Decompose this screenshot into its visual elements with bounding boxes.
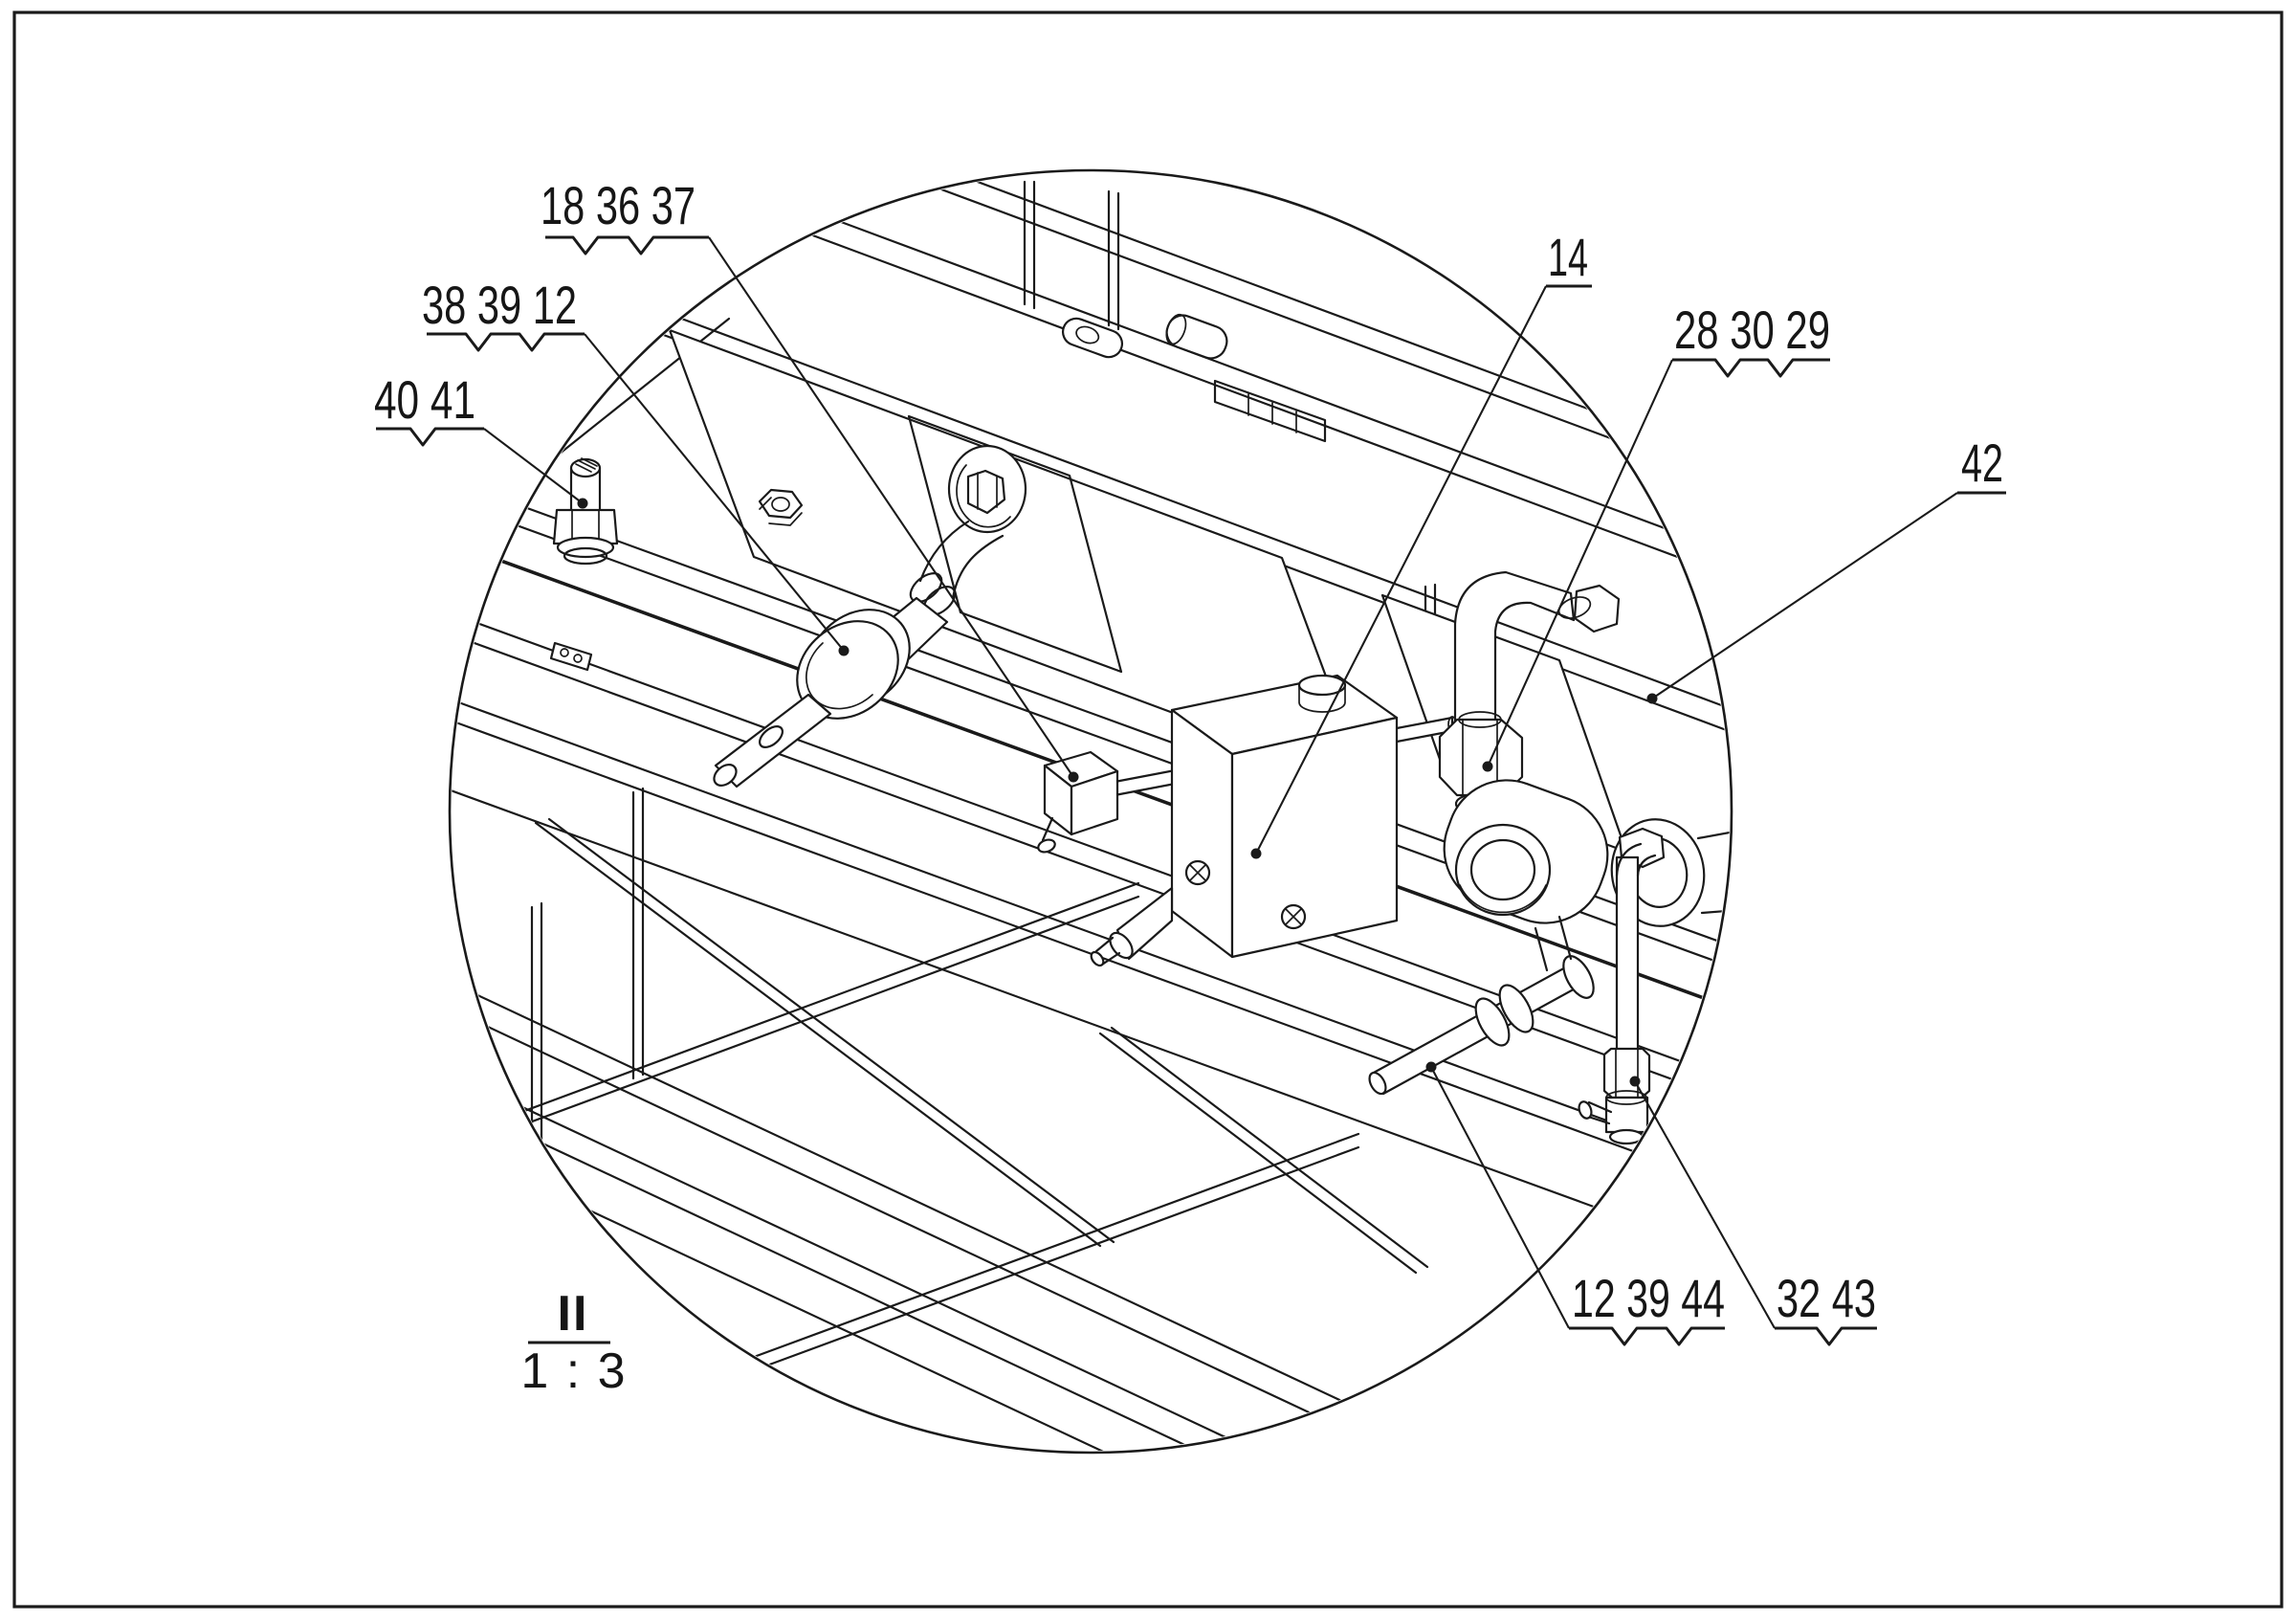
drop-pipe-fitting [1578, 842, 1657, 1145]
sheet-border [12, 11, 2284, 1609]
callout-leader-line [1430, 1066, 1570, 1329]
callout-underline [427, 332, 585, 352]
callout-underline [376, 427, 484, 447]
callout-anchor-dot [577, 498, 588, 509]
pipe-collar [713, 609, 911, 788]
callout-label: 14 [1548, 227, 1588, 287]
callout-label: 42 [1961, 433, 2003, 493]
ball-valve [1443, 779, 1609, 924]
callout-layer: 18 36 37 38 39 12 40 41 14 28 30 29 42 12 39 4… [374, 175, 2006, 1346]
rail-slot-and-boss [1061, 313, 1327, 443]
detail-view-circle [448, 168, 1733, 1454]
callout-leader-line [1634, 1080, 1776, 1329]
callout-leader-line [483, 428, 584, 504]
callout-leader-line [1255, 285, 1547, 855]
valve-block [1090, 674, 1399, 967]
callout-14: 14 [1250, 227, 1592, 859]
callout-12-39-44: 12 39 44 [1425, 1061, 1725, 1346]
callout-label: 12 39 44 [1572, 1268, 1725, 1328]
callout-label: 28 30 29 [1674, 300, 1830, 360]
callout-underline [1569, 1326, 1725, 1346]
callout-underline [1672, 358, 1830, 378]
callout-leader-line [708, 236, 1074, 778]
callout-anchor-dot [1068, 771, 1079, 783]
callout-40-41: 40 41 [374, 369, 588, 509]
callout-leader-line [1651, 492, 1958, 699]
grease-fitting [552, 457, 619, 566]
callout-anchor-dot [1250, 848, 1262, 859]
callout-32-43: 32 43 [1629, 1076, 1877, 1346]
callout-anchor-dot [838, 645, 850, 656]
callout-42: 42 [1646, 433, 2006, 704]
view-marker: II 1 : 3 [520, 1286, 627, 1399]
callout-anchor-dot [1629, 1076, 1641, 1087]
callout-underline [1775, 1326, 1877, 1346]
callout-28-30-29: 28 30 29 [1482, 300, 1830, 772]
rail-clamp-bracket [549, 641, 593, 672]
callout-leader-line [584, 333, 845, 652]
callout-label: 40 41 [374, 369, 475, 430]
plate-hex-nut [758, 488, 804, 526]
riser-elbow [1453, 570, 1621, 725]
callout-18-36-37: 18 36 37 [541, 175, 1079, 783]
callout-anchor-dot [1482, 761, 1493, 772]
callout-38-39-12: 38 39 12 [422, 275, 850, 656]
view-marker-name: II [558, 1286, 589, 1342]
callout-label: 18 36 37 [541, 175, 695, 235]
callout-label: 32 43 [1777, 1268, 1876, 1328]
callout-anchor-dot [1646, 693, 1658, 704]
callout-label: 38 39 12 [422, 275, 577, 335]
lower-pipe [1368, 915, 1595, 1096]
callout-underline [545, 235, 709, 255]
view-marker-scale: 1 : 3 [520, 1343, 627, 1399]
callout-leader-line [1487, 359, 1673, 767]
callout-anchor-dot [1425, 1061, 1437, 1073]
